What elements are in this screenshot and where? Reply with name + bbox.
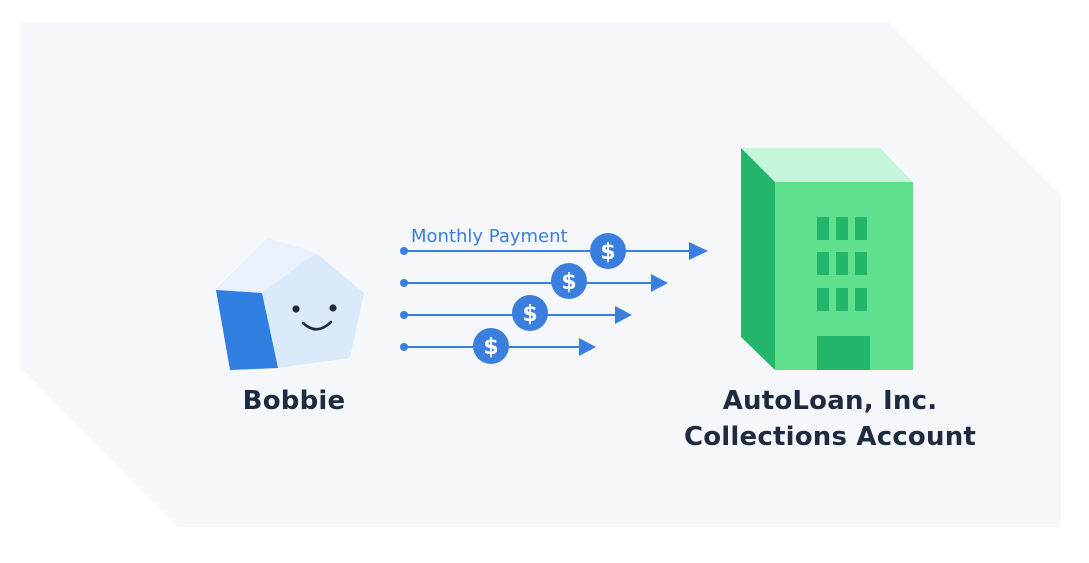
svg-text:$: $ [600, 240, 615, 265]
dollar-coin-icon: $ [512, 295, 548, 331]
payment-arrows [400, 242, 708, 356]
payee-name-line1: AutoLoan, Inc. [722, 386, 938, 416]
svg-text:$: $ [483, 335, 498, 360]
dollar-coin-icon: $ [551, 263, 587, 299]
payment-arrow-3 [400, 306, 632, 324]
payee-name: AutoLoan, Inc. Collections Account [650, 383, 1010, 455]
svg-text:$: $ [522, 302, 537, 327]
svg-text:$: $ [561, 270, 576, 295]
payee-name-line2: Collections Account [683, 422, 977, 452]
dollar-coin-icon: $ [473, 328, 509, 364]
bobbie-character-icon [215, 238, 364, 370]
dollar-coin-icon: $ [590, 233, 626, 269]
dollar-coins: $ $ $ $ [473, 233, 626, 364]
payment-arrow-1 [400, 242, 708, 260]
flow-label: Monthly Payment [411, 226, 568, 247]
payer-name: Bobbie [242, 386, 346, 416]
payment-arrow-2 [400, 274, 668, 292]
office-building-icon [741, 148, 913, 370]
